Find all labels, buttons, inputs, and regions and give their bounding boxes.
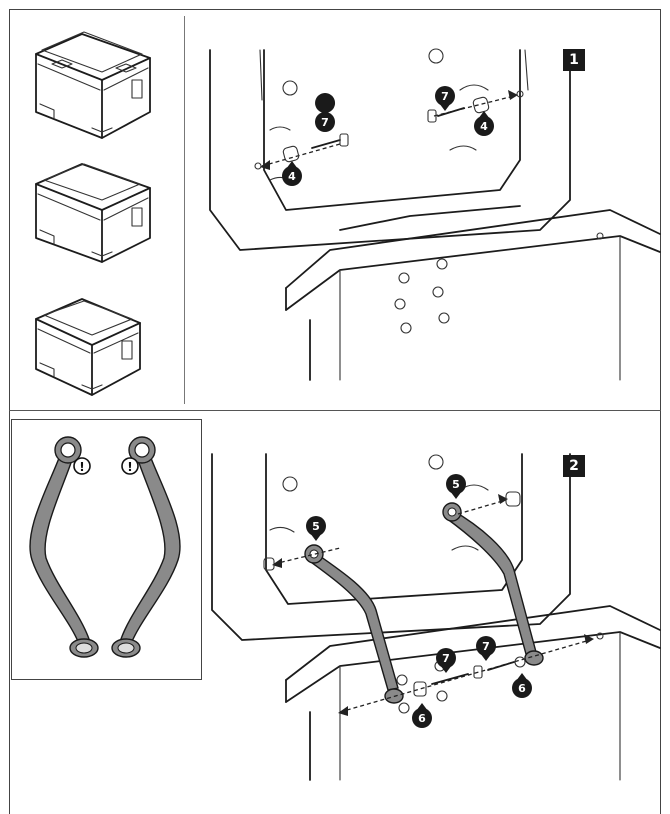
warning-icon: ! xyxy=(73,457,91,475)
bracket-orientation-inset: ! ! xyxy=(11,419,202,680)
callout-label: 4 xyxy=(480,120,488,133)
step1-illustration: 7 4 7 4 xyxy=(209,48,661,381)
case-variant-medium xyxy=(35,163,151,263)
callout-label: 5 xyxy=(312,520,320,533)
case-variant-large xyxy=(35,31,151,139)
step-number-badge: 1 xyxy=(563,49,585,71)
warning-symbol: ! xyxy=(79,460,84,474)
callout-pin-4: 4 xyxy=(474,111,494,136)
panel-divider-horizontal xyxy=(9,410,661,411)
callout-pin-6: 6 xyxy=(512,673,532,698)
case-variants-illustration xyxy=(35,31,151,396)
warning-icon: ! xyxy=(121,457,139,475)
callout-pin-7: 7 xyxy=(476,636,496,661)
callout-pin-7: 7 xyxy=(436,648,456,673)
callout-pin-4: 4 xyxy=(282,161,302,186)
callout-pin-5: 5 xyxy=(306,516,326,541)
callout-label: 4 xyxy=(288,170,296,183)
callout-label: 7 xyxy=(442,652,450,665)
bracket-pair-illustration: ! ! xyxy=(29,436,181,658)
warning-symbol: ! xyxy=(127,460,132,474)
panel-divider-vertical xyxy=(184,16,185,404)
callout-pin-7: 7 xyxy=(435,86,455,111)
callout-label: 7 xyxy=(482,640,490,653)
callout-label: 6 xyxy=(418,712,426,725)
step2-illustration: 5 5 7 7 6 6 xyxy=(211,453,661,781)
callout-pin-7: 7 xyxy=(315,93,336,132)
callout-label: 7 xyxy=(441,90,449,103)
callout-pin-5: 5 xyxy=(446,474,466,499)
callout-pin-6: 6 xyxy=(412,703,432,728)
callout-label: 7 xyxy=(321,116,329,129)
case-variant-top xyxy=(35,298,141,396)
step-number-badge: 2 xyxy=(563,455,585,477)
page-frame xyxy=(9,9,661,814)
callout-label: 6 xyxy=(518,682,526,695)
callout-label: 5 xyxy=(452,478,460,491)
